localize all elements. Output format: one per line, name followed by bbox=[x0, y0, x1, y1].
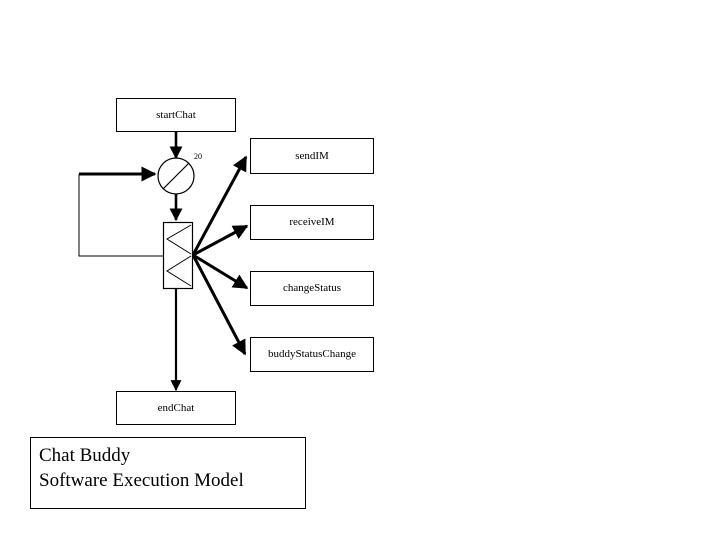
diagram-title-line2: Software Execution Model bbox=[39, 469, 244, 491]
edge-feedback-loop-lower bbox=[78, 174, 192, 257]
node-changestatus[interactable]: changeStatus bbox=[250, 271, 374, 306]
edge-branch-to-changestatus bbox=[192, 253, 249, 290]
edge-branch-to-buddystatuschange bbox=[191, 254, 247, 356]
node-startchat[interactable]: startChat bbox=[116, 98, 236, 132]
node-buddystatuschange[interactable]: buddyStatusChange bbox=[250, 337, 374, 372]
edge-branch-to-sendim bbox=[191, 155, 248, 256]
node-sendim[interactable]: sendIM bbox=[250, 138, 374, 174]
node-changestatus-label: changeStatus bbox=[282, 282, 342, 295]
branch-chevron-upper-icon bbox=[166, 224, 192, 255]
diagram-title-box: Chat Buddy Software Execution Model bbox=[30, 437, 306, 509]
node-receiveim-label: receiveIM bbox=[289, 216, 335, 229]
node-startchat-label: startChat bbox=[156, 108, 196, 121]
node-endchat[interactable]: endChat bbox=[116, 391, 236, 425]
delay-weight-label: 20 bbox=[194, 152, 202, 161]
node-receiveim[interactable]: receiveIM bbox=[250, 205, 374, 240]
diagram-title-line1: Chat Buddy bbox=[39, 445, 131, 466]
branch-chevron-lower-icon bbox=[166, 255, 192, 287]
node-sendim-label: sendIM bbox=[295, 149, 329, 162]
node-buddystatuschange-label: buddyStatusChange bbox=[268, 348, 356, 361]
delay-node-slash-icon bbox=[162, 162, 190, 190]
edge-branch-to-receiveim bbox=[192, 224, 249, 257]
node-endchat-label: endChat bbox=[157, 401, 195, 414]
